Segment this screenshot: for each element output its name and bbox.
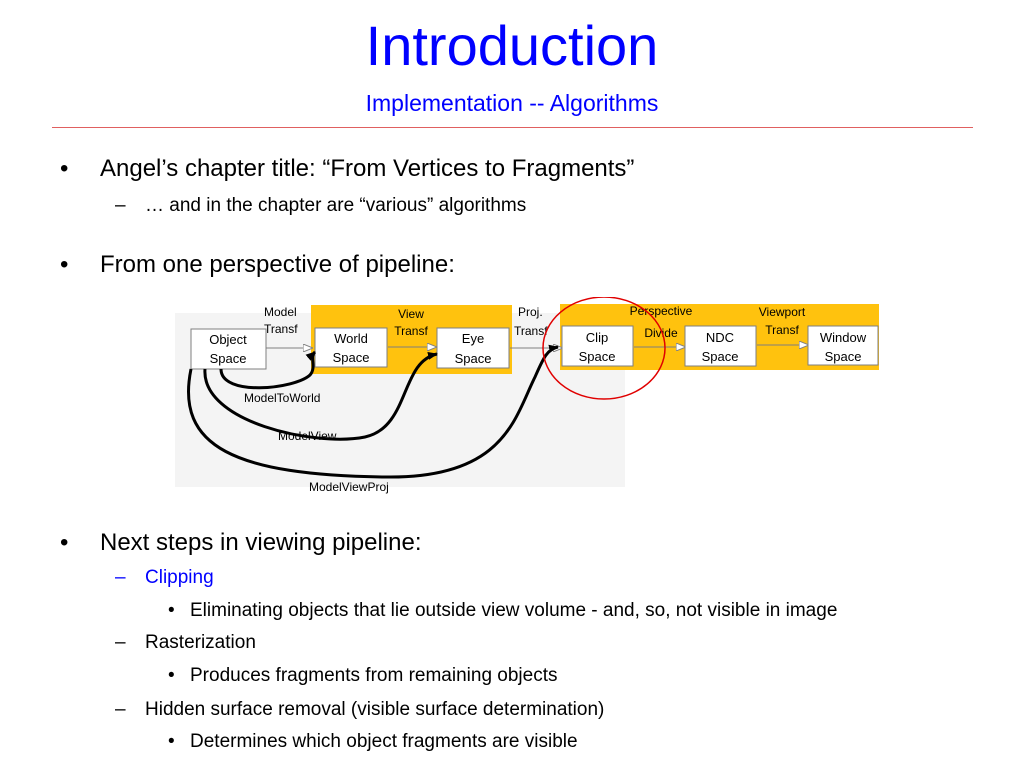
box-label-line2: Space xyxy=(579,349,616,364)
bullet-text: Next steps in viewing pipeline: xyxy=(100,529,422,556)
model-transf-label-line2: Transf xyxy=(264,322,298,336)
sub-bullet-text: Clipping xyxy=(145,567,214,588)
sub-sub-bullet-eliminating: • Eliminating objects that lie outside v… xyxy=(168,599,838,623)
slide-title: Introduction xyxy=(365,14,659,77)
sub-sub-bullet-text: Eliminating objects that lie outside vie… xyxy=(190,600,838,621)
model-view-label: ModelView xyxy=(278,429,337,443)
sub-bullet-text: Rasterization xyxy=(145,632,256,653)
model-view-curve xyxy=(203,352,438,441)
sub-sub-bullet-fragments: • Produces fragments from remaining obje… xyxy=(168,664,558,688)
model-transf-label-line1: Model xyxy=(264,305,297,319)
box-label-line1: NDC xyxy=(706,330,734,345)
window-space-box: Window Space xyxy=(807,325,879,366)
bullet-chapter-title: • Angel’s chapter title: “From Vertices … xyxy=(60,155,635,183)
bullet-next-steps: • Next steps in viewing pipeline: xyxy=(60,529,422,557)
bullet-marker: • xyxy=(168,731,175,752)
clip-highlight-circle xyxy=(542,297,666,400)
model-view-proj-curve xyxy=(187,344,559,479)
sub-sub-bullet-text: Determines which object fragments are vi… xyxy=(190,731,578,752)
sub-bullet-text: … and in the chapter are “various” algor… xyxy=(145,195,527,216)
box-label-line1: Object xyxy=(209,332,247,347)
box-label-line1: Eye xyxy=(462,331,484,346)
view-transf-label-line2: Transf xyxy=(394,324,428,338)
object-space-box: Object Space xyxy=(190,328,267,370)
bullet-text: Angel’s chapter title: “From Vertices to… xyxy=(100,155,635,182)
viewport-transf-label-line2: Transf xyxy=(765,323,799,337)
bullet-marker: • xyxy=(60,155,69,182)
bullet-marker: • xyxy=(168,600,175,621)
dash-marker: – xyxy=(115,632,126,653)
bullet-marker: • xyxy=(60,251,69,278)
sub-bullet-text: Hidden surface removal (visible surface … xyxy=(145,699,605,720)
proj-transf-label-line1: Proj. xyxy=(518,305,543,319)
sub-bullet-clipping: – Clipping xyxy=(115,566,214,590)
title-divider xyxy=(52,127,973,128)
sub-bullet-rasterization: – Rasterization xyxy=(115,631,256,655)
box-label-line2: Space xyxy=(825,349,862,364)
dash-marker: – xyxy=(115,699,126,720)
model-view-proj-label: ModelViewProj xyxy=(309,480,389,494)
box-label-line2: Space xyxy=(702,349,739,364)
box-label-line1: Window xyxy=(820,330,867,345)
sub-sub-bullet-text: Produces fragments from remaining object… xyxy=(190,665,558,686)
world-space-box: World Space xyxy=(314,327,388,368)
perspective-divide-label-line1: Perspective xyxy=(630,304,693,318)
bullet-marker: • xyxy=(168,665,175,686)
model-to-world-label: ModelToWorld xyxy=(244,391,320,405)
sub-bullet-algorithms: – … and in the chapter are “various” alg… xyxy=(115,194,527,218)
model-to-world-curve xyxy=(219,350,317,390)
slide-subtitle: Implementation -- Algorithms xyxy=(365,90,659,116)
sub-sub-bullet-visible: • Determines which object fragments are … xyxy=(168,730,578,754)
clip-space-box: Clip Space xyxy=(561,325,634,367)
box-label-line1: World xyxy=(334,331,368,346)
box-label-line1: Clip xyxy=(586,330,608,345)
bullet-marker: • xyxy=(60,529,69,556)
bullet-text: From one perspective of pipeline: xyxy=(100,251,455,278)
pipeline-diagram: Object Space World Space Eye Space Clip … xyxy=(175,297,879,494)
dash-marker: – xyxy=(115,567,126,588)
box-label-line2: Space xyxy=(210,351,247,366)
dash-marker: – xyxy=(115,195,126,216)
view-transf-label-line1: View xyxy=(398,307,424,321)
sub-bullet-hidden-surface: – Hidden surface removal (visible surfac… xyxy=(115,698,605,722)
proj-transf-label-line2: Transf xyxy=(514,324,548,338)
bullet-pipeline-perspective: • From one perspective of pipeline: xyxy=(60,251,455,279)
viewport-transf-label-line1: Viewport xyxy=(759,305,806,319)
box-label-line2: Space xyxy=(333,350,370,365)
eye-space-box: Eye Space xyxy=(436,327,510,369)
box-label-line2: Space xyxy=(455,351,492,366)
ndc-space-box: NDC Space xyxy=(684,325,757,367)
perspective-divide-label-line2: Divide xyxy=(644,326,678,340)
